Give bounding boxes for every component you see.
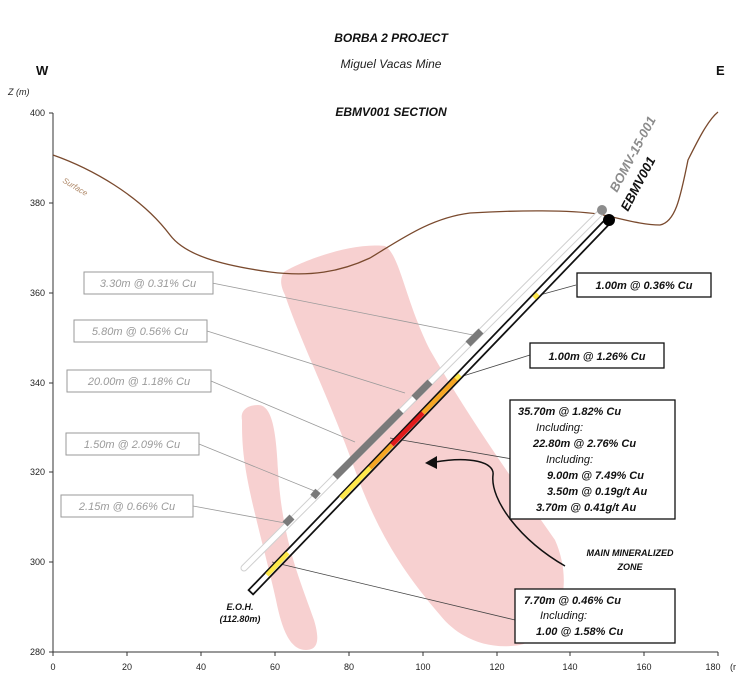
black-intercept-text-b: 1.00m @ 1.26% Cu: [549, 351, 646, 363]
eoh-label: E.O.H.: [226, 602, 253, 612]
eoh-depth-label: (112.80m): [220, 614, 261, 624]
main-intercept-line-2: Including:: [536, 422, 583, 434]
y-axis-label: Z (m): [7, 87, 30, 97]
y-axis-ticks: [49, 112, 53, 653]
x-tick-140: 140: [562, 662, 577, 672]
mine-subtitle: Miguel Vacas Mine: [341, 57, 442, 71]
grey-intercept-box-3: [66, 369, 212, 393]
grey-intercept-box-1: [83, 271, 214, 295]
ebmv001-collar: [603, 214, 615, 226]
main-intercept-line-7: 3.70m @ 0.41g/t Au: [536, 502, 636, 514]
x-tick-20: 20: [122, 662, 132, 672]
x-tick-100: 100: [415, 662, 430, 672]
x-unit-label: (r: [730, 662, 736, 672]
y-tick-360: 360: [30, 288, 45, 298]
main-intercept-box: [509, 399, 676, 520]
bottom-intercept-box: [514, 588, 676, 644]
x-tick-180: 180: [705, 662, 720, 672]
y-tick-400: 400: [30, 108, 45, 118]
grey-intercept-text-1: 3.30m @ 0.31% Cu: [100, 278, 196, 290]
y-tick-300: 300: [30, 557, 45, 567]
secondary-mineralized-zone: [241, 405, 318, 650]
y-tick-380: 380: [30, 198, 45, 208]
zone-arrow-head: [425, 456, 437, 469]
old-hole-intercepts: [282, 328, 484, 527]
zone-arrow: [434, 458, 566, 567]
surface-profile-line: [52, 111, 719, 275]
section-title: EBMV001 SECTION: [335, 105, 447, 119]
bottom-intercept-line-1: 7.70m @ 0.46% Cu: [524, 595, 621, 607]
main-intercept-line-5: 9.00m @ 7.49% Cu: [547, 470, 644, 482]
black-intercept-box-b: [529, 342, 665, 369]
bottom-intercept-line-2: Including:: [540, 610, 587, 622]
west-label: W: [36, 63, 49, 78]
main-intercept-line-1: 35.70m @ 1.82% Cu: [518, 406, 621, 418]
zone-label-line-1: MAIN MINERALIZED: [587, 548, 674, 558]
x-tick-160: 160: [636, 662, 651, 672]
black-intercept-text-a: 1.00m @ 0.36% Cu: [596, 280, 693, 292]
grey-intercept-text-2: 5.80m @ 0.56% Cu: [92, 326, 188, 338]
main-intercept-line-3: 22.80m @ 2.76% Cu: [532, 438, 636, 450]
y-tick-340: 340: [30, 378, 45, 388]
project-title: BORBA 2 PROJECT: [334, 31, 449, 45]
old-hole-collar: [597, 205, 607, 215]
black-intercept-box-a: [576, 272, 712, 298]
surface-label: Surface: [61, 176, 90, 198]
bottom-intercept-line-3: 1.00 @ 1.58% Cu: [536, 626, 623, 638]
ebmv001-intercepts: [265, 292, 540, 577]
x-tick-60: 60: [270, 662, 280, 672]
grey-intercept-text-5: 2.15m @ 0.66% Cu: [78, 501, 175, 513]
east-label: E: [716, 63, 725, 78]
y-tick-280: 280: [30, 647, 45, 657]
x-tick-80: 80: [344, 662, 354, 672]
y-tick-320: 320: [30, 467, 45, 477]
grey-intercept-box-2: [73, 319, 208, 343]
leader-lines: [192, 282, 479, 524]
grey-intercept-box-4: [65, 432, 200, 456]
grey-intercept-text-3: 20.00m @ 1.18% Cu: [87, 376, 190, 388]
grey-intercept-text-4: 1.50m @ 2.09% Cu: [84, 439, 180, 451]
main-intercept-line-6: 3.50m @ 0.19g/t Au: [547, 486, 647, 498]
zone-label-line-2: ZONE: [616, 562, 643, 572]
x-tick-40: 40: [196, 662, 206, 672]
x-tick-120: 120: [489, 662, 504, 672]
leader-lines-black: [271, 284, 577, 621]
grey-intercept-box-5: [60, 494, 194, 518]
main-mineralized-zone: [281, 245, 564, 647]
x-axis-ticks: [52, 652, 719, 656]
x-tick-0: 0: [50, 662, 55, 672]
main-intercept-line-4: Including:: [546, 454, 593, 466]
